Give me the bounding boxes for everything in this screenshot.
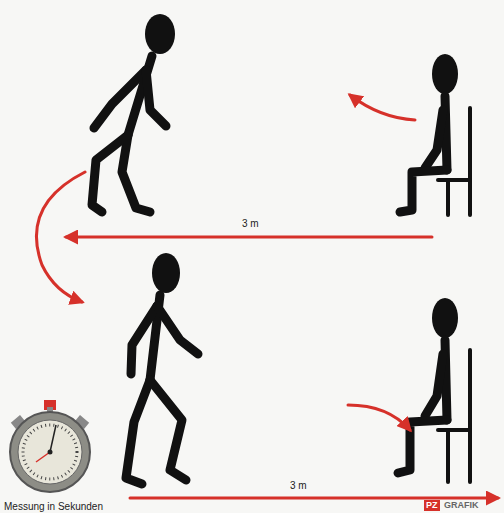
distance-label: 3 m [290, 480, 307, 491]
figure-leg [126, 380, 150, 484]
turn-arrow [36, 172, 85, 302]
chair [438, 108, 470, 215]
chair-seat [438, 178, 470, 182]
figure-arm [94, 70, 146, 128]
figure-arm [131, 306, 157, 374]
figure-leg [400, 170, 447, 212]
figure-arm [425, 110, 443, 168]
stopwatch-case [10, 412, 90, 492]
logo-mark: PZ [424, 500, 440, 511]
stopwatch-ticks [23, 425, 77, 479]
distance-arrow [66, 236, 432, 239]
motion-arrow [350, 95, 415, 120]
figure-leg [92, 135, 128, 212]
stopwatch-hand [36, 452, 50, 462]
stopwatch-hand [50, 425, 56, 452]
chair-seat [438, 428, 470, 432]
caption-note: Messung in Sekunden [4, 501, 103, 512]
figure-head [432, 54, 458, 94]
walking-figure [126, 253, 198, 484]
stopwatch [10, 400, 90, 492]
distance-label: 3 m [242, 218, 259, 229]
figure-arm [146, 70, 166, 126]
motion-arrow [348, 405, 410, 430]
figure-head [432, 298, 458, 338]
figure-arm [157, 306, 198, 354]
stopwatch-pivot [48, 450, 53, 455]
walking-figure [92, 14, 175, 212]
chair-back [468, 350, 472, 482]
chair-back [468, 108, 472, 215]
figure-arm [425, 354, 443, 416]
figure-leg [398, 420, 447, 473]
distance-arrow [130, 497, 498, 500]
figure-leg [122, 135, 150, 212]
figure-leg [150, 380, 186, 480]
stopwatch-dial [18, 420, 82, 484]
chair-leg [446, 430, 450, 482]
chair [438, 350, 470, 482]
figure-head [145, 14, 175, 54]
figure-head [152, 253, 180, 293]
logo-text: GRAFIK [444, 500, 479, 511]
chair-leg [446, 180, 450, 215]
